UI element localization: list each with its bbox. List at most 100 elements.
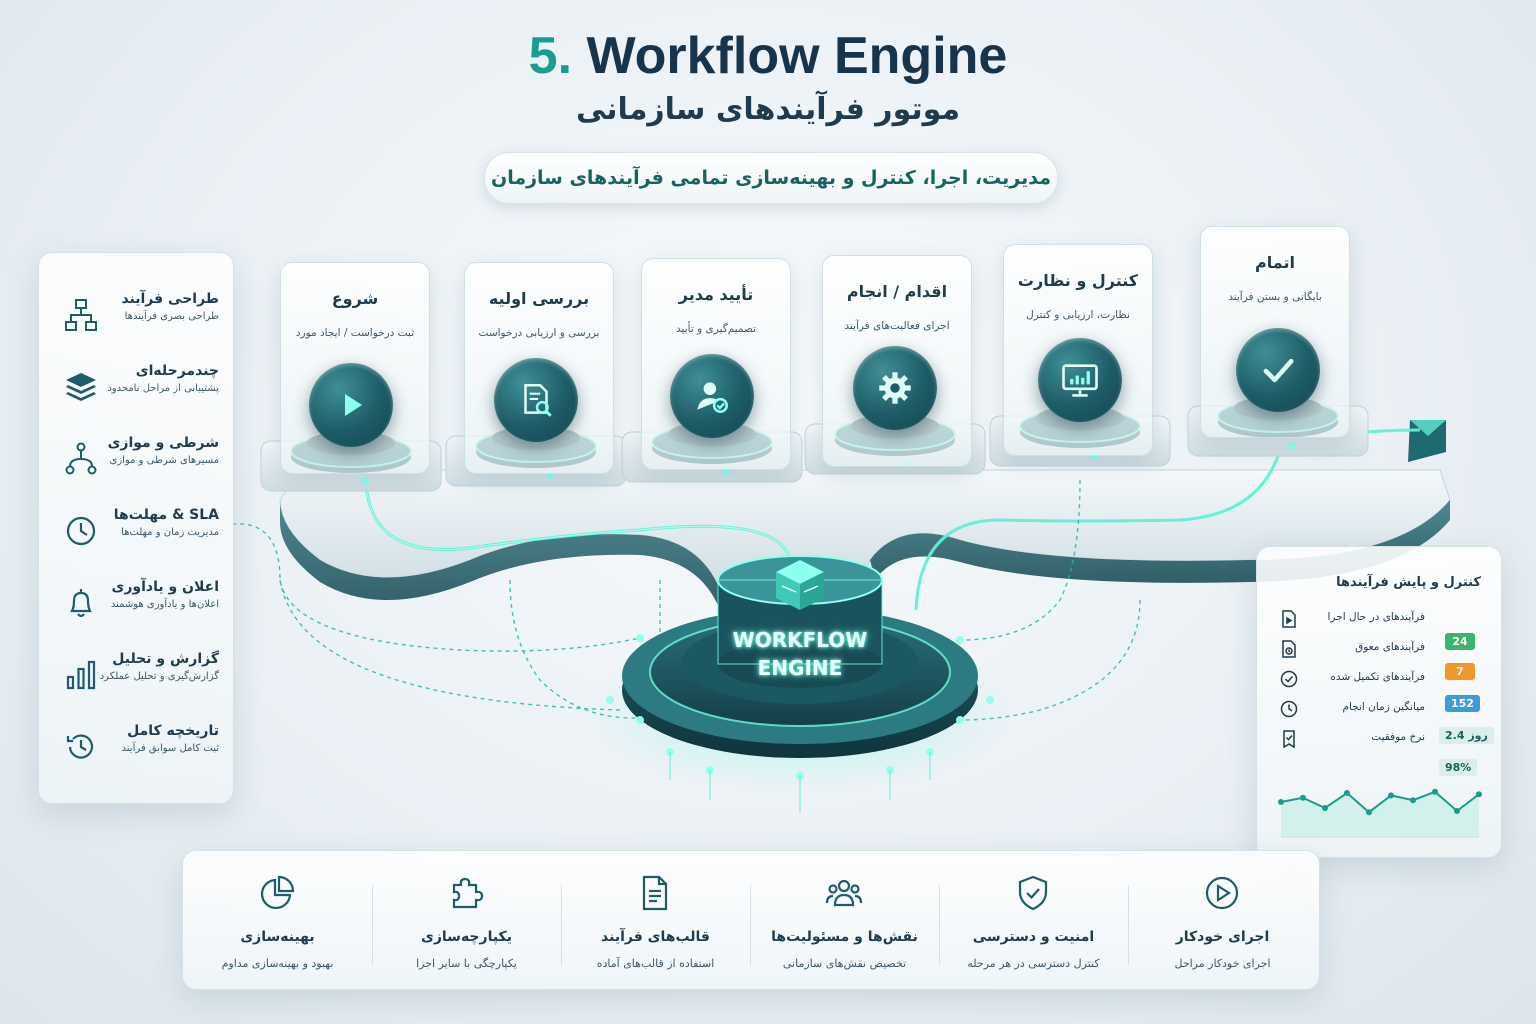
monitor-value-badge: 98% — [1439, 759, 1478, 776]
monitor-label: میانگین زمان انجام — [1342, 701, 1425, 713]
monitor-row[interactable]: میانگین زمان انجام — [1257, 695, 1501, 725]
checkmark-icon — [1236, 328, 1320, 412]
capability-title: امنیت و دسترسی — [972, 929, 1095, 945]
monitoring-title: کنترل و پایش فرآیندها — [1336, 575, 1481, 590]
auto-play-icon — [1202, 873, 1242, 913]
monitor-row[interactable]: نرخ موفقیت — [1257, 725, 1501, 755]
title-text: Workflow Engine — [586, 27, 1008, 85]
tagline-pill: مدیریت، اجرا، کنترل و بهینه‌سازی تمامی ف… — [484, 152, 1058, 204]
sparkline-point — [1366, 809, 1372, 816]
feature-title: اعلان و یادآوری — [111, 579, 219, 595]
capability-desc: اجرای خودکار مراحل — [1174, 957, 1271, 970]
stage-title: اقدام / انجام — [846, 282, 948, 301]
stage-desc: تصمیم‌گیری و تأیید — [676, 323, 756, 335]
stage-title: اتمام — [1255, 253, 1295, 272]
capability-title: قالب‌های فرآیند — [601, 929, 710, 945]
capability-title: بهینه‌سازی — [240, 929, 315, 945]
stage-desc: ثبت درخواست / ایجاد مورد — [295, 327, 415, 339]
monitor-value-badge: 7 — [1445, 663, 1475, 680]
feature-desc: مسیرهای شرطی و موازی — [109, 455, 219, 466]
sparkline-point — [1432, 788, 1438, 795]
branch-icon — [63, 441, 99, 477]
capability-divider — [1128, 885, 1129, 965]
capability-title: اجرای خودکار — [1175, 929, 1270, 945]
gear-icon — [853, 346, 937, 430]
monitor-value-badge: 152 — [1445, 695, 1480, 712]
capability-divider — [372, 885, 373, 965]
puzzle-icon — [446, 873, 486, 913]
bell-icon — [63, 585, 99, 621]
sparkline-point — [1344, 790, 1350, 796]
capability-item[interactable]: اجرای خودکار اجرای خودکار مراحل — [1128, 851, 1317, 989]
capability-divider — [750, 885, 751, 965]
layers-icon — [63, 369, 99, 405]
capability-item[interactable]: امنیت و دسترسی کنترل دسترسی در هر مرحله — [939, 851, 1128, 989]
feature-item[interactable]: تاریخچه کامل ثبت کامل سوابق فرآیند — [39, 715, 233, 781]
stage-desc: بایگانی و بستن فرآیند — [1228, 291, 1322, 303]
users-icon — [824, 873, 864, 913]
capability-title: یکپارچه‌سازی — [421, 929, 512, 945]
feature-item[interactable]: اعلان و یادآوری اعلان‌ها و یادآوری هوشمند — [39, 571, 233, 637]
sparkline-point — [1300, 794, 1306, 801]
monitor-label: نرخ موفقیت — [1371, 731, 1425, 743]
stage-title: شروع — [331, 289, 379, 308]
template-icon — [635, 873, 675, 913]
feature-desc: اعلان‌ها و یادآوری هوشمند — [110, 599, 219, 610]
feature-title: گزارش و تحلیل — [112, 651, 219, 667]
monitor-value-badge: 24 — [1445, 633, 1475, 650]
capability-desc: استفاده از قالب‌های آماده — [596, 957, 715, 970]
monitor-row[interactable]: فرآیندهای تکمیل شده — [1257, 665, 1501, 695]
completed-icon — [1279, 669, 1299, 689]
capability-desc: تخصیص نقش‌های سازمانی — [782, 957, 907, 970]
monitor-value-badge: 2.4 روز — [1439, 727, 1494, 744]
monitor-chart-icon — [1038, 338, 1122, 422]
sparkline-point — [1388, 792, 1394, 799]
capability-item[interactable]: قالب‌های فرآیند استفاده از قالب‌های آماده — [561, 851, 750, 989]
feature-desc: طراحی بصری فرآیندها — [124, 311, 219, 322]
capability-divider — [561, 885, 562, 965]
engine-label-line2: ENGINE — [757, 656, 843, 680]
sparkline-chart — [1278, 788, 1482, 838]
feature-desc: مدیریت زمان و مهلت‌ها — [121, 527, 219, 538]
capability-desc: کنترل دسترسی در هر مرحله — [967, 957, 1100, 970]
capability-item[interactable]: یکپارچه‌سازی یکپارچگی با سایر اجزا — [372, 851, 561, 989]
sparkline-point — [1454, 808, 1460, 814]
cube-icon — [776, 560, 824, 610]
capability-desc: بهبود و بهینه‌سازی مداوم — [221, 957, 334, 970]
monitor-row[interactable]: فرآیندهای در حال اجرا — [1257, 605, 1501, 635]
stage-title: کنترل و نظارت — [1017, 271, 1139, 290]
engine-label: WORKFLOW ENGINE — [712, 626, 888, 682]
timer-icon — [1279, 699, 1299, 719]
running-doc-icon — [1279, 609, 1299, 629]
sparkline-point — [1322, 805, 1328, 811]
user-check-icon — [670, 354, 754, 438]
stage-desc: اجرای فعالیت‌های فرآیند — [844, 320, 950, 332]
feature-item[interactable]: SLA & مهلت‌ها مدیریت زمان و مهلت‌ها — [39, 499, 233, 565]
feature-title: SLA & مهلت‌ها — [113, 507, 219, 523]
feature-desc: ثبت کامل سوابق فرآیند — [121, 743, 219, 754]
engine-base — [586, 555, 1014, 812]
feature-title: تاریخچه کامل — [127, 723, 219, 739]
capability-item[interactable]: بهینه‌سازی بهبود و بهینه‌سازی مداوم — [183, 851, 372, 989]
monitor-label: فرآیندهای معوق — [1355, 641, 1425, 653]
bar-chart-icon — [63, 657, 99, 693]
capability-divider — [939, 885, 940, 965]
page-subtitle: موتور فرآیندهای سازمانی — [575, 92, 961, 127]
stage-title: تأیید مدیر — [678, 285, 754, 304]
sparkline-area — [1281, 791, 1479, 837]
sparkline-line — [1280, 790, 1480, 814]
title-number: 5. — [528, 27, 573, 85]
monitor-row[interactable]: فرآیندهای معوق — [1257, 635, 1501, 665]
monitoring-panel: کنترل و پایش فرآیندها فرآیندهای در حال ا… — [1256, 546, 1502, 858]
feature-desc: پشتیبانی از مراحل نامحدود — [107, 383, 219, 394]
capability-title: نقش‌ها و مسئولیت‌ها — [771, 929, 918, 945]
pie-chart-icon — [257, 873, 297, 913]
capability-item[interactable]: نقش‌ها و مسئولیت‌ها تخصیص نقش‌های سازمانی — [750, 851, 939, 989]
capability-desc: یکپارچگی با سایر اجزا — [416, 957, 517, 970]
pending-icon — [1279, 639, 1299, 659]
